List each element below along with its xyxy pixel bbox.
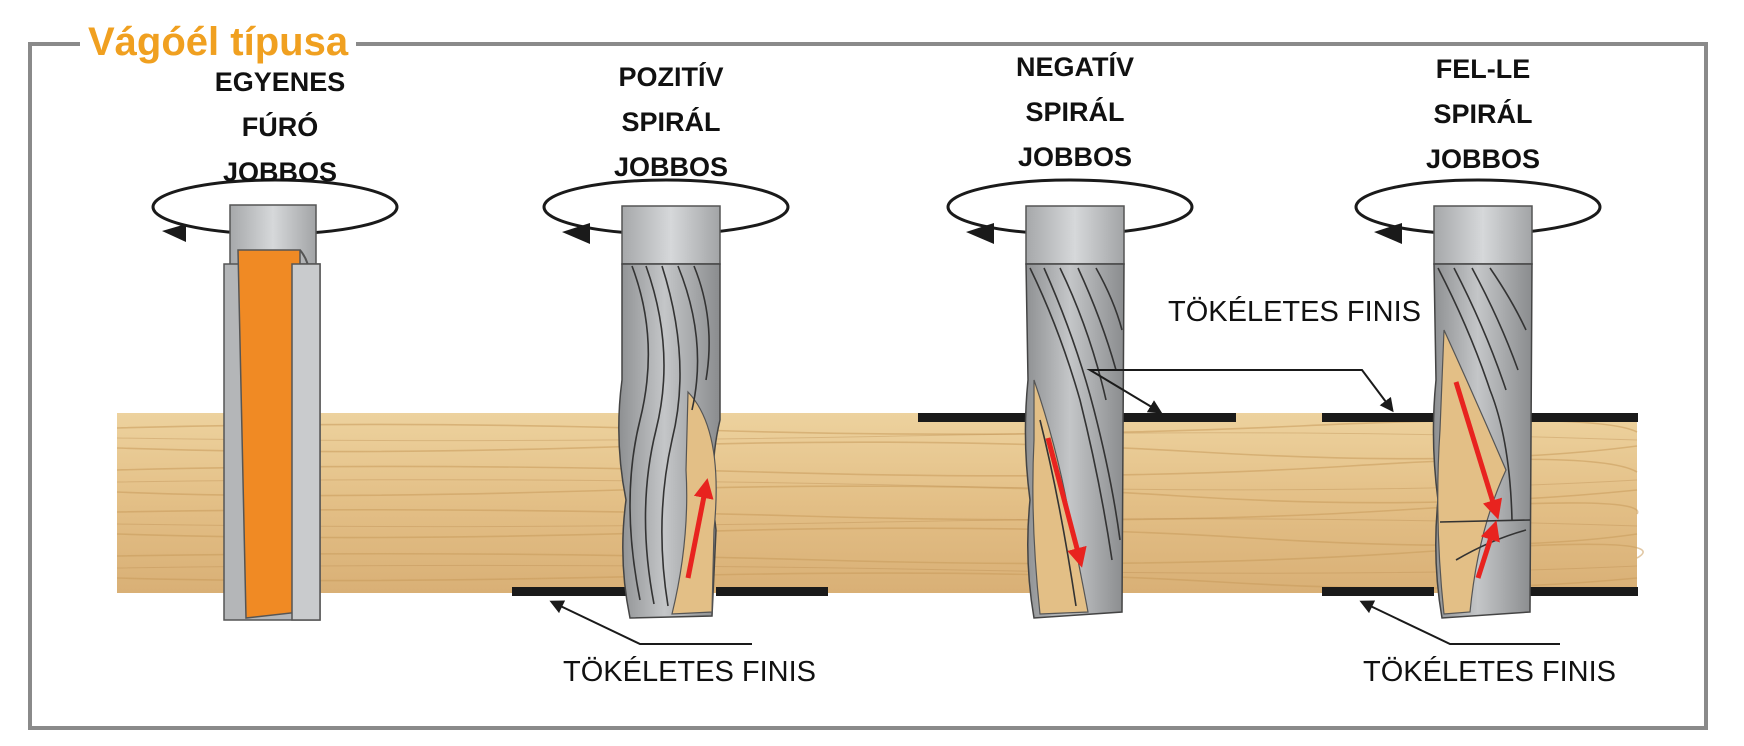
- chip-flow-arrow-icon: [1453, 381, 1503, 520]
- finish-bars: [512, 413, 1638, 596]
- chip-flow-arrow-icon: [1045, 437, 1087, 568]
- frame-border: [28, 42, 1708, 730]
- finish-label-top: TÖKÉLETES FINIS: [1168, 296, 1421, 328]
- tool-label-positive-spiral: POZITÍV SPIRÁL JOBBOS: [613, 62, 729, 182]
- up-down-spiral-bit: [1354, 178, 1602, 619]
- straight-bit: [151, 178, 399, 621]
- positive-spiral-bit: [542, 178, 790, 619]
- finish-label-bottom-left: TÖKÉLETES FINIS: [563, 656, 816, 688]
- frame-title: Vágóél típusa: [80, 18, 357, 66]
- chip-flow-arrow-icon: [685, 478, 714, 579]
- finish-label-bottom-right: TÖKÉLETES FINIS: [1363, 656, 1616, 688]
- wood-board: [116, 413, 1644, 593]
- chip-flow-arrow-icon: [1475, 520, 1500, 579]
- leader-lines: [549, 369, 1560, 645]
- tool-label-up-down-spiral: FEL-LE SPIRÁL JOBBOS: [1425, 54, 1541, 174]
- tool-label-straight: EGYENES FÚRÓ JOBBOS: [214, 67, 346, 187]
- tool-label-negative-spiral: NEGATÍV SPIRÁL JOBBOS: [1015, 52, 1134, 172]
- negative-spiral-bit: [946, 178, 1194, 619]
